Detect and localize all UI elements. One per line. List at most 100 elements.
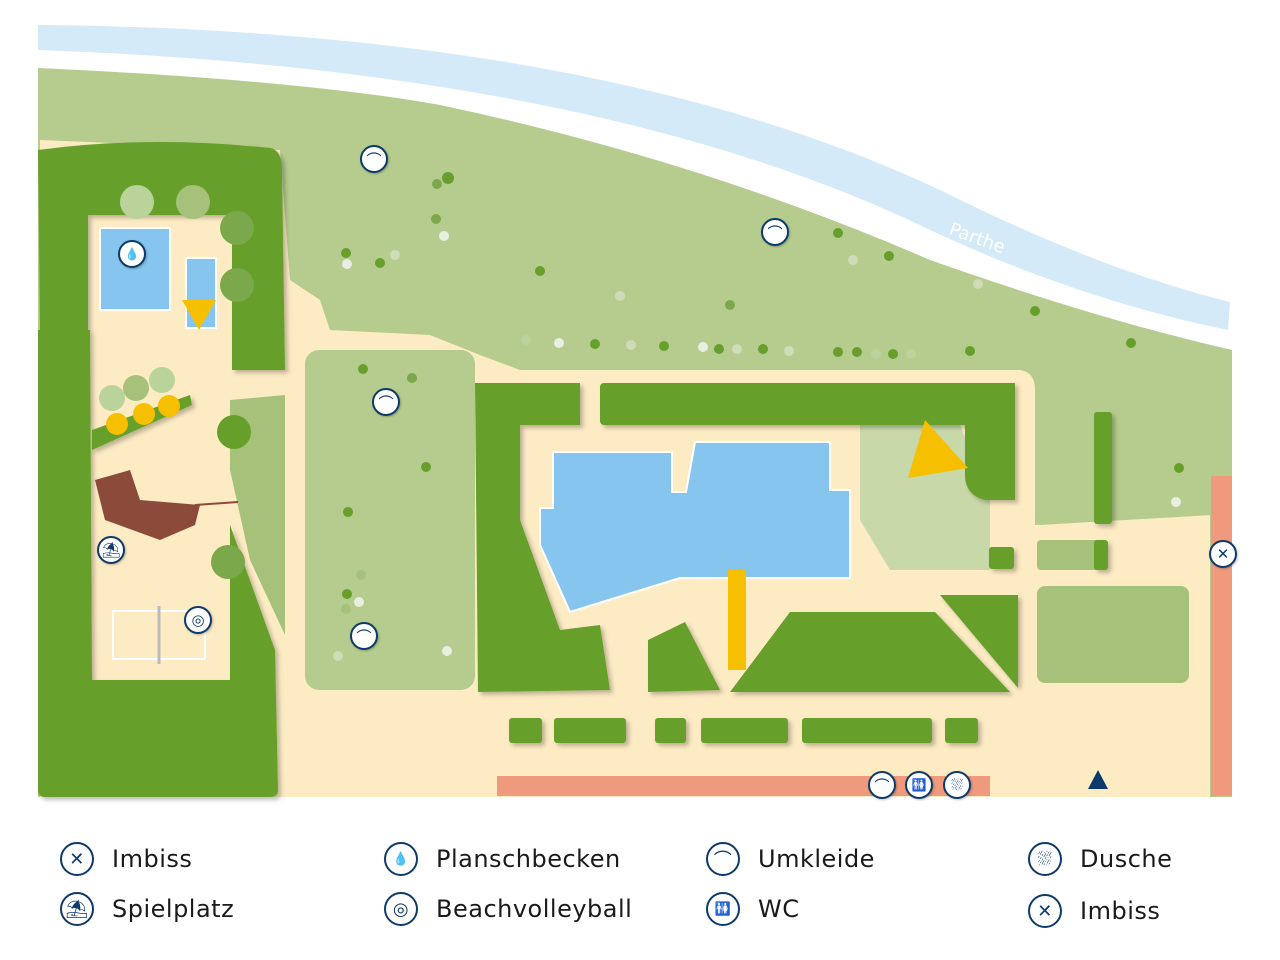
hedge [509, 718, 542, 743]
legend-label: WC [758, 895, 800, 923]
hedge [945, 718, 978, 743]
hedge [655, 718, 686, 743]
wc-marker[interactable]: 🚻 [905, 771, 933, 799]
tree [432, 179, 442, 189]
hedge [989, 547, 1014, 569]
hedge [38, 330, 278, 797]
tree [590, 339, 600, 349]
changing-room-marker[interactable]: ⌒ [868, 771, 896, 799]
tree [784, 346, 794, 356]
changing-room-marker[interactable]: ⌒ [761, 218, 789, 246]
river-parthe [38, 25, 1230, 330]
beach-volleyball-marker[interactable]: ◎ [184, 606, 212, 634]
tree [535, 266, 545, 276]
legend-label: Imbiss [112, 845, 193, 873]
legend-item: 🚻 WC [706, 892, 800, 926]
tree [1126, 338, 1136, 348]
tree [659, 341, 669, 351]
tree [220, 211, 254, 245]
tree [698, 342, 708, 352]
meadow-patch [1037, 586, 1189, 683]
tree [421, 462, 431, 472]
meadow-patch [230, 395, 285, 635]
flower-bed [158, 395, 180, 417]
tree [220, 268, 254, 302]
hanger-icon: ⌒ [767, 223, 783, 242]
tree [615, 291, 625, 301]
wc-icon: 🚻 [706, 892, 740, 926]
playground-marker[interactable]: ⛱ [97, 536, 125, 564]
tree [354, 597, 364, 607]
legend-item: ✕ Imbiss [60, 842, 192, 876]
tree [758, 344, 768, 354]
tree [342, 589, 352, 599]
hanger-icon: ⌒ [874, 776, 890, 795]
meadow-patch [1040, 380, 1210, 525]
hedge [554, 718, 626, 743]
cutlery-icon: ✕ [60, 842, 94, 876]
hanger-icon: ⌒ [706, 842, 740, 876]
cutlery-icon: ✕ [1028, 894, 1062, 928]
changing-room-marker[interactable]: ⌒ [372, 388, 400, 416]
paddling-pool-marker[interactable]: 💧 [118, 240, 146, 268]
legend-item: ⛆ Dusche [1028, 842, 1172, 876]
pool-site-map [38, 25, 1232, 797]
tree [333, 651, 343, 661]
hanger-icon: ⌒ [378, 393, 394, 412]
hedge [1094, 412, 1112, 524]
hedge [600, 383, 1015, 425]
tree [833, 228, 843, 238]
ship-net [194, 501, 239, 506]
tree [439, 231, 449, 241]
tree [149, 367, 175, 393]
tree [848, 255, 858, 265]
tree [884, 251, 894, 261]
tree [217, 415, 251, 449]
tree [554, 338, 564, 348]
tree [626, 340, 636, 350]
tree [407, 373, 417, 383]
water-slide [728, 570, 746, 670]
volleyball-icon: ◎ [384, 892, 418, 926]
slide [182, 300, 216, 330]
snack-bar-marker[interactable]: ✕ [1209, 540, 1237, 568]
hedge [38, 141, 285, 370]
tree [176, 185, 210, 219]
legend-label: Dusche [1080, 845, 1173, 873]
shower-icon: ⛆ [1028, 842, 1062, 876]
tree [906, 349, 916, 359]
tree [341, 248, 351, 258]
volleyball-icon: ◎ [191, 611, 205, 629]
legend-item: 💧Planschbecken [384, 842, 621, 876]
tree [1174, 463, 1184, 473]
tree [1171, 497, 1181, 507]
shower-icon: ⛆ [950, 776, 963, 794]
tree [358, 364, 368, 374]
tree [99, 385, 125, 411]
shower-marker[interactable]: ⛆ [943, 771, 971, 799]
meadow-patch [1037, 540, 1107, 570]
tree [123, 375, 149, 401]
tree [341, 604, 351, 614]
tree [852, 347, 862, 357]
hedge [802, 718, 932, 743]
tree [343, 507, 353, 517]
tree [973, 279, 983, 289]
legend-item: ⛱Spielplatz [60, 892, 234, 926]
tree [732, 344, 742, 354]
slide [908, 420, 968, 478]
tree [442, 646, 452, 656]
hanger-icon: ⌒ [356, 627, 372, 646]
tree [725, 300, 735, 310]
legend-label: Planschbecken [436, 845, 621, 873]
path-bottom [497, 776, 990, 796]
tree [431, 214, 441, 224]
tree [342, 259, 352, 269]
legend-label: Spielplatz [112, 895, 235, 923]
changing-room-marker[interactable]: ⌒ [360, 145, 388, 173]
tree [1030, 306, 1040, 316]
changing-room-marker[interactable]: ⌒ [350, 622, 378, 650]
tree [211, 545, 245, 579]
tree [442, 172, 454, 184]
tree [833, 347, 843, 357]
